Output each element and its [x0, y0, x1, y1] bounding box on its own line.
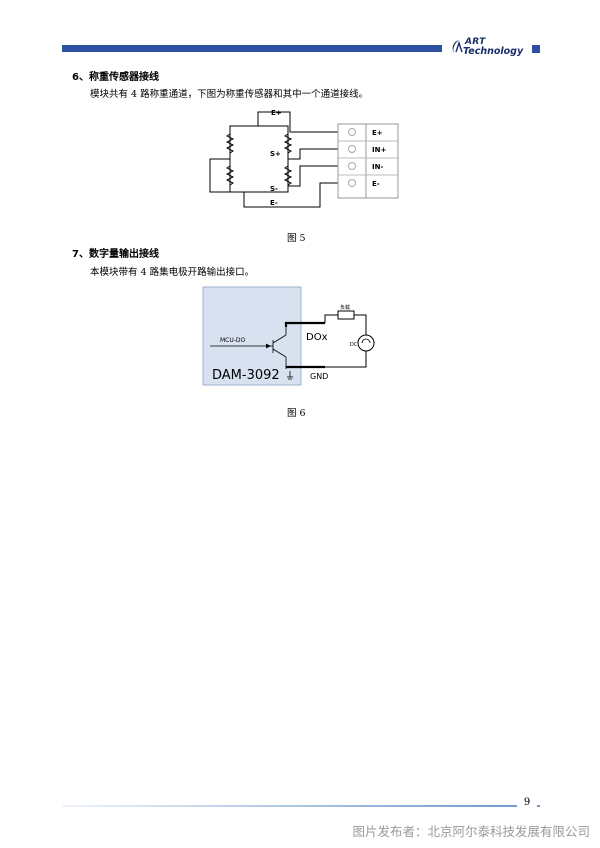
wire-label-e-plus: E+ [271, 109, 282, 117]
section-7-heading: 7、数字量输出接线 [72, 249, 159, 260]
terminal-label-e-minus: E- [372, 180, 380, 188]
load-label: 负载 [340, 304, 350, 311]
logo-art-text: ART [465, 37, 486, 47]
logo-mark-icon [452, 40, 463, 53]
header-square [532, 45, 540, 53]
page-number: 9 [517, 797, 537, 815]
section-6-text: 模块共有 4 路称重通道，下图为称重传感器和其中一个通道接线。 [90, 89, 369, 100]
digital-output-wiring-diagram: MCU-DO DAM-3092 DOx GND 负载 DC [202, 286, 375, 386]
logo-technology-text: Technology [463, 46, 524, 57]
section-6-heading: 6、称重传感器接线 [72, 72, 159, 83]
terminal-block [337, 123, 399, 199]
wire-label-s-minus: S- [270, 185, 278, 193]
terminal-label-e-plus: E+ [372, 129, 383, 137]
ground-label: GND [310, 372, 328, 381]
section-7-text: 本模块带有 4 路集电极开路输出接口。 [90, 267, 255, 278]
wire-label-e-minus: E- [270, 199, 278, 207]
figure-6-caption: 图 6 [287, 408, 306, 419]
load-cell-wiring-diagram: E+ S+ S- E- E+ IN+ IN- E- [209, 109, 399, 208]
terminal-label-in-minus: IN- [372, 163, 383, 171]
footer-line [62, 805, 540, 807]
publisher-watermark: 图片发布者：北京阿尔泰科技发展有限公司 [352, 824, 590, 839]
wire-label-s-plus: S+ [270, 150, 281, 158]
art-technology-logo: ART Technology [450, 37, 530, 59]
header-bar [62, 45, 442, 52]
source-label: DC [350, 342, 358, 348]
output-label: DOx [306, 332, 328, 343]
input-label: MCU-DO [220, 337, 246, 344]
figure-5-caption: 图 5 [287, 233, 306, 244]
terminal-label-in-plus: IN+ [372, 146, 386, 154]
module-label: DAM-3092 [212, 368, 280, 383]
